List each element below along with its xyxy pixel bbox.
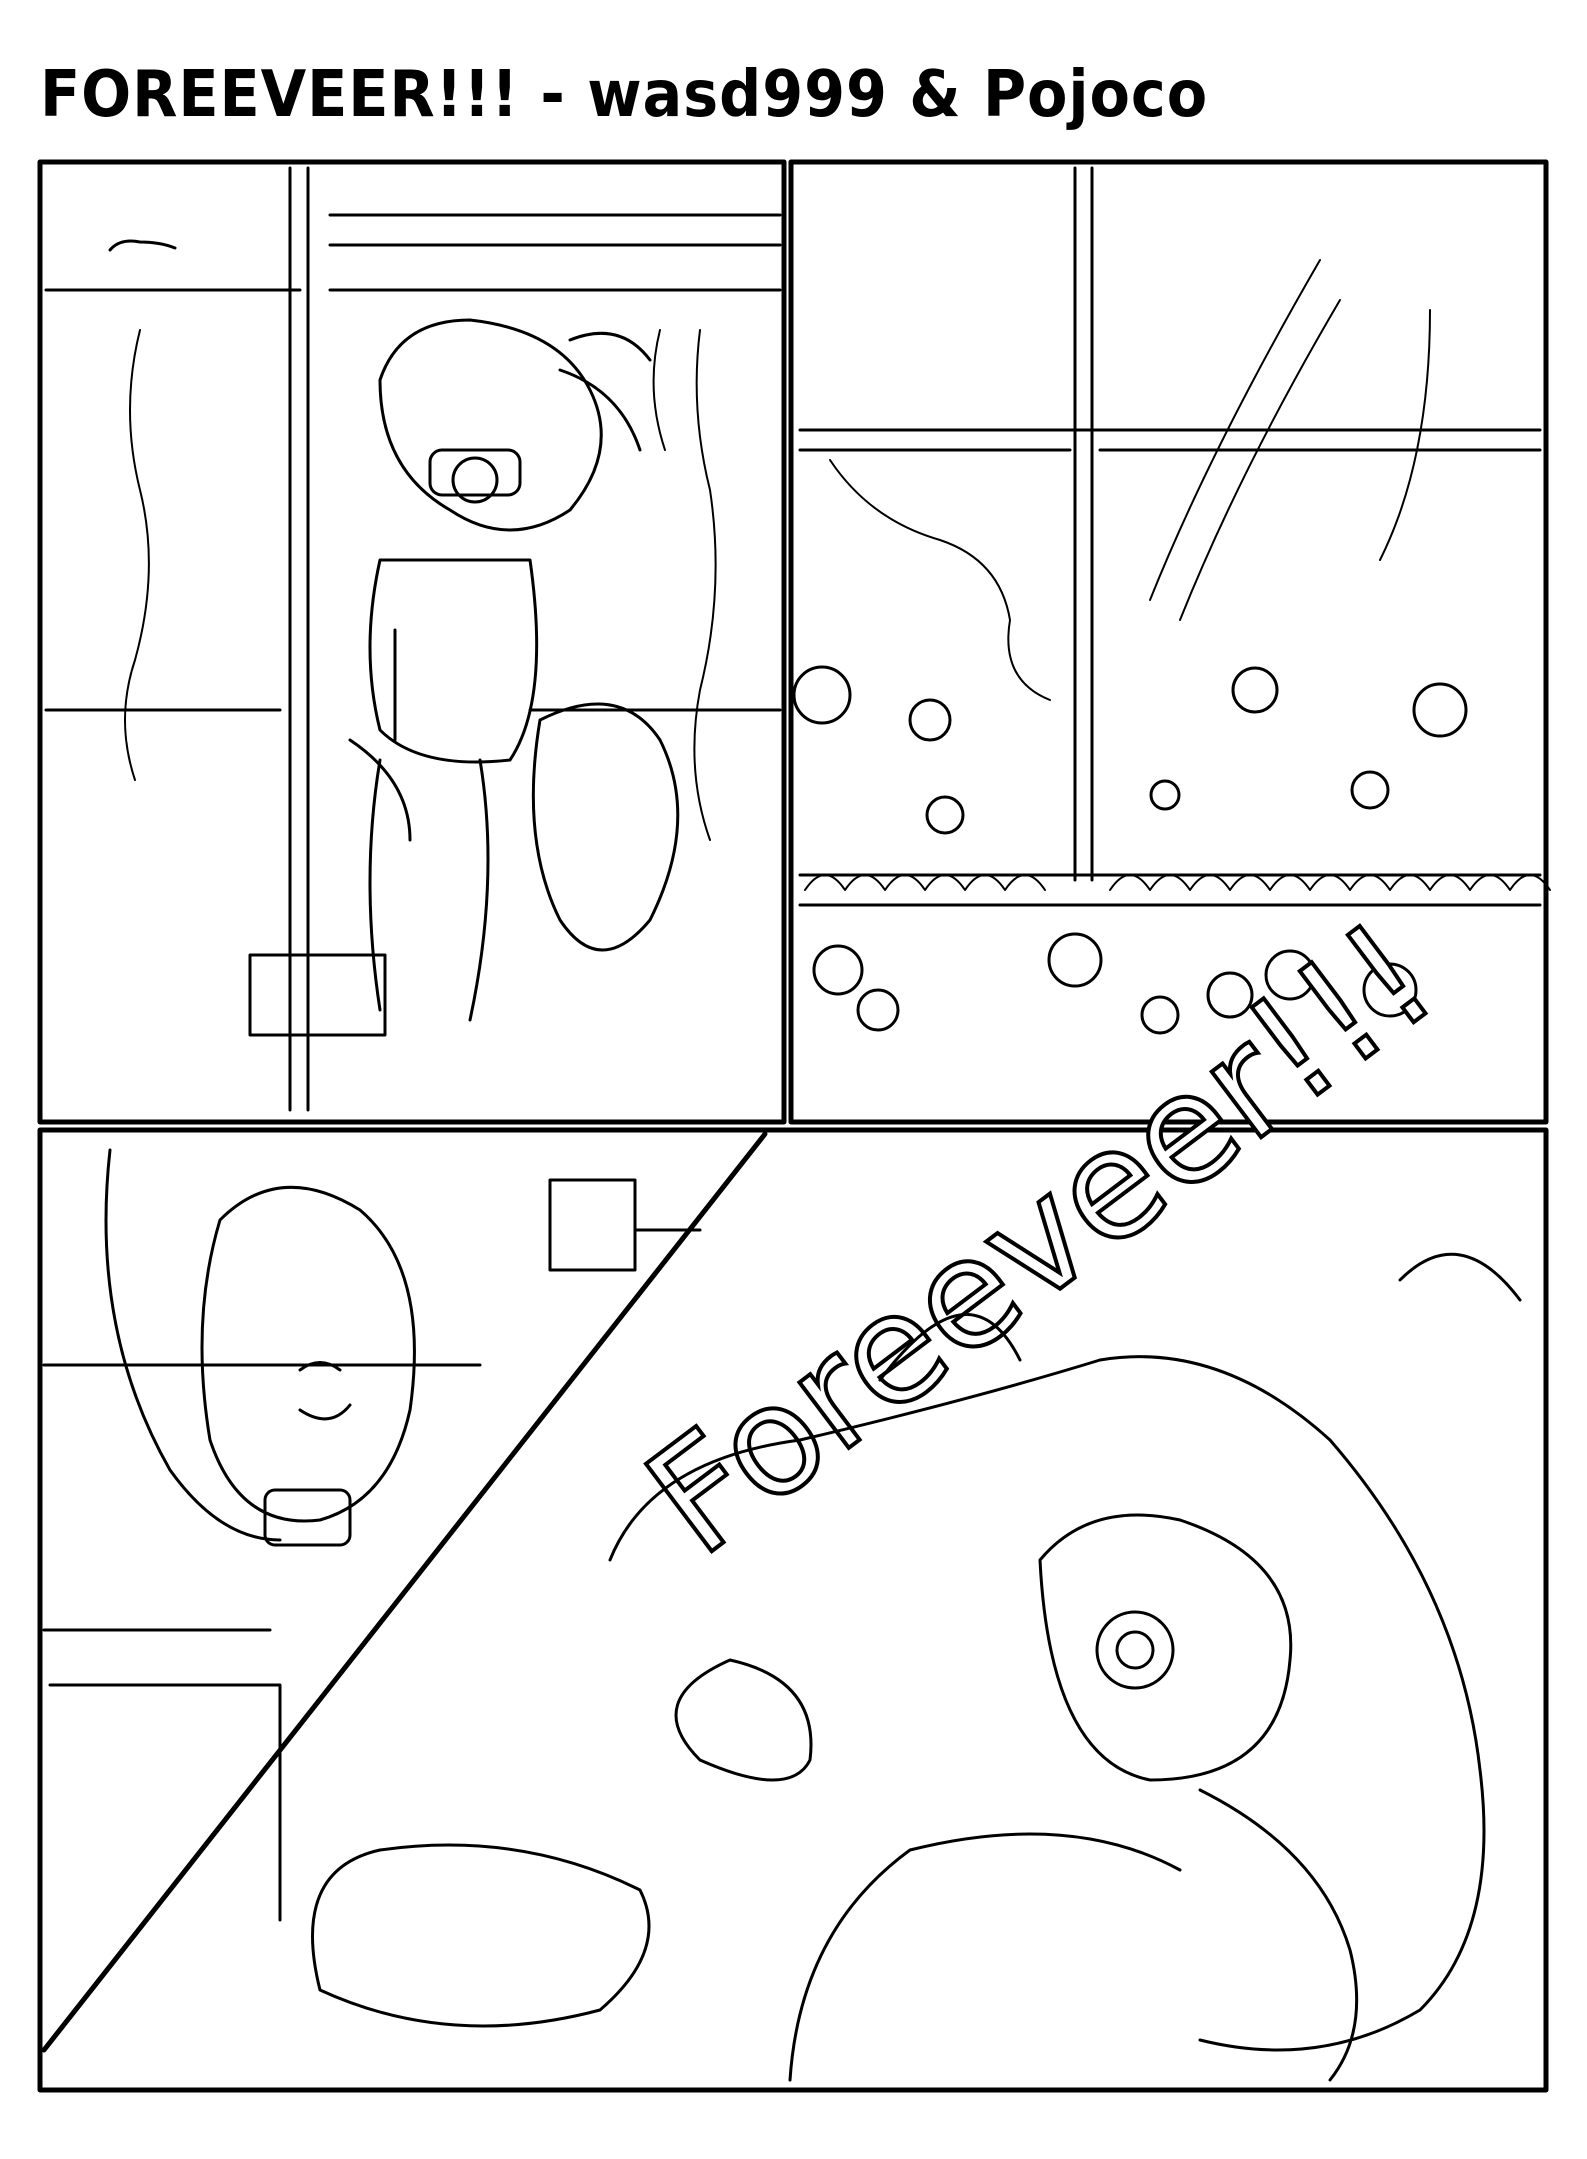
panel-2 (788, 159, 1551, 1125)
robot-pony-head (311, 1252, 1522, 2082)
pony-character-2 (104, 1148, 416, 1547)
wall-sign (248, 953, 387, 1037)
panel-1 (37, 159, 787, 1125)
page-title: FOREEVEER!!! - wasd999 & Pojoco (40, 58, 1209, 132)
diagonal-divider (41, 1131, 768, 2053)
sound-effect-foreeveer: Foreeveer!!! (617, 889, 1465, 1588)
pony-character-1 (348, 318, 680, 1022)
mouse-drawing (108, 239, 177, 252)
bubbles (792, 665, 1551, 1035)
electrical-box (548, 1178, 637, 1272)
